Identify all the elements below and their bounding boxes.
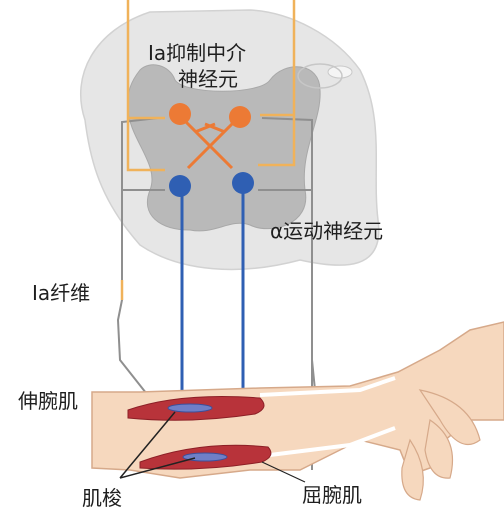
label-ia-fiber: Ⅰa纤维 — [32, 281, 90, 305]
label-motor-neuron: α运动神经元 — [270, 219, 383, 243]
label-interneuron: Ⅰa抑制中介 — [148, 41, 246, 65]
label-flexor: 屈腕肌 — [302, 483, 362, 507]
spindle-extensor — [168, 404, 212, 412]
label-spindle: 肌梭 — [82, 486, 122, 510]
motor-neuron-left — [169, 175, 191, 197]
interneuron-right — [229, 106, 251, 128]
label-interneuron-line2: 神经元 — [178, 67, 238, 91]
label-extensor: 伸腕肌 — [18, 389, 78, 413]
arm — [92, 322, 504, 500]
motor-neuron-right — [232, 172, 254, 194]
interneuron-left — [169, 103, 191, 125]
